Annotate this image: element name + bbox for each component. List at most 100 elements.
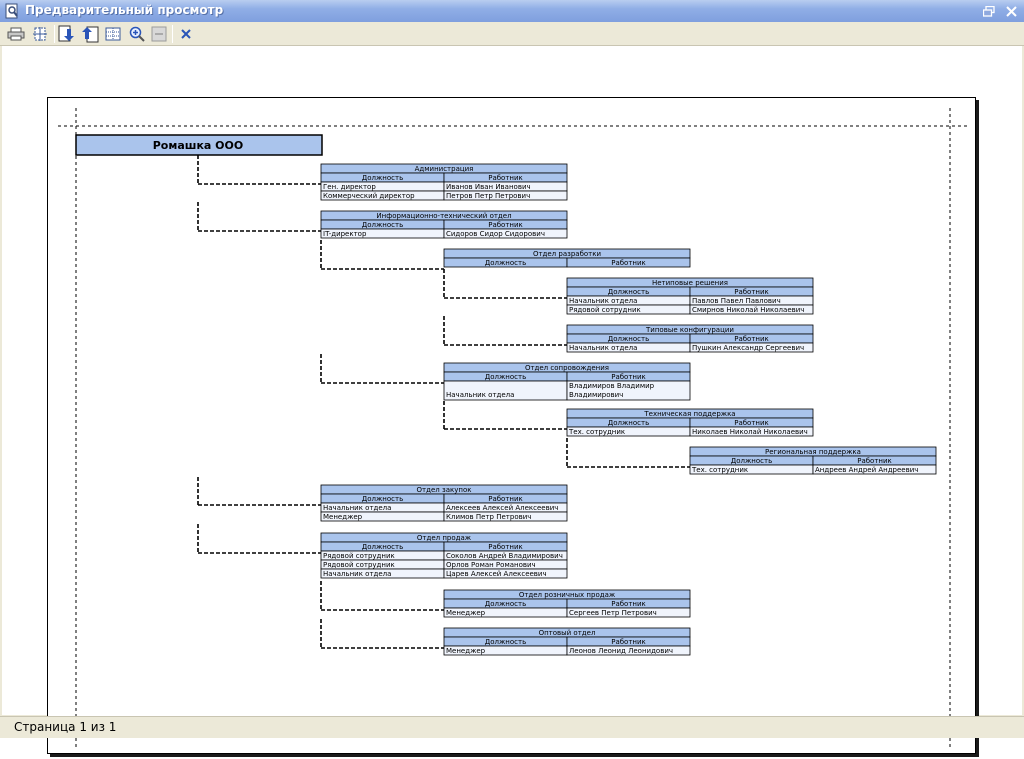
cell-employee: Иванов Иван Иванович — [446, 183, 531, 191]
column-header-position: Должность — [485, 373, 526, 381]
cell-employee: Климов Петр Петрович — [446, 513, 531, 521]
cell-employee: Соколов Андрей Владимирович — [446, 552, 563, 560]
department-title: Отдел закупок — [417, 486, 472, 494]
zoom-in-icon — [129, 26, 145, 42]
table-row: Рядовой сотрудник Смирнов Николай Николае… — [566, 304, 814, 315]
table-row: Начальник отдела Павлов Павел Павлович — [566, 295, 814, 306]
column-header-position: Должность — [362, 495, 403, 503]
close-window-button[interactable] — [1002, 3, 1020, 19]
org-root-label: Ромашка ООО — [153, 139, 244, 152]
department-title: Типовые конфигурации — [645, 326, 734, 334]
table-row: Начальник отдела Пушкин Александр Сергеев… — [566, 342, 814, 353]
cell-position: Менеджер — [446, 647, 486, 655]
cell-position: Ген. директор — [323, 183, 376, 191]
cell-position: Рядовой сотрудник — [323, 552, 395, 560]
zoom-out-button[interactable] — [149, 24, 169, 44]
print-button[interactable] — [6, 24, 26, 44]
cell-employee: Николаев Николай Николаевич — [692, 428, 808, 436]
cell-employee: Владимирович — [569, 391, 623, 399]
prev-page-button[interactable] — [80, 24, 100, 44]
connector-lines — [197, 155, 690, 649]
cell-position: Менеджер — [446, 609, 486, 617]
cell-position: Коммерческий директор — [323, 192, 415, 200]
department-title: Отдел продаж — [417, 534, 472, 542]
zoom-in-button[interactable] — [127, 24, 147, 44]
page-down-icon — [58, 25, 74, 42]
table-row: Рядовой сотрудник Соколов Андрей Владимир… — [320, 550, 568, 561]
restore-icon — [983, 5, 995, 17]
next-page-button[interactable] — [57, 24, 77, 44]
page-grid-icon — [105, 27, 121, 41]
column-header-employee: Работник — [488, 221, 523, 229]
cell-position: Рядовой сотрудник — [323, 561, 395, 569]
column-header-employee: Работник — [734, 419, 769, 427]
fit-page-button[interactable] — [30, 24, 50, 44]
column-header-employee: Работник — [611, 373, 646, 381]
cell-employee: Сидоров Сидор Сидорович — [446, 230, 545, 238]
cell-position: IT-директор — [323, 230, 367, 238]
table-row: IT-директор Сидоров Сидор Сидорович — [320, 228, 568, 239]
zoom-out-icon — [151, 26, 167, 42]
cell-employee: Петров Петр Петрович — [446, 192, 530, 200]
department-title: Администрация — [415, 165, 474, 173]
column-header-position: Должность — [485, 259, 526, 267]
department-title: Отдел разработки — [533, 250, 601, 258]
close-icon — [1005, 5, 1017, 17]
column-header-position: Должность — [608, 288, 649, 296]
department-title: Нетиповые решения — [652, 279, 728, 287]
cell-employee: Пушкин Александр Сергеевич — [692, 344, 804, 352]
column-header-position: Должность — [362, 221, 403, 229]
cell-employee: Смирнов Николай Николаевич — [692, 306, 804, 314]
toolbar — [0, 22, 1024, 46]
column-header-employee: Работник — [488, 174, 523, 182]
cell-position: Начальник отдела — [446, 391, 514, 399]
column-header-employee: Работник — [488, 543, 523, 551]
column-header-employee: Работник — [611, 638, 646, 646]
preview-icon — [5, 3, 18, 19]
restore-button[interactable] — [980, 3, 998, 19]
department-title: Региональная поддержка — [765, 448, 861, 456]
toolbar-separator — [172, 25, 173, 43]
table-row: Менеджер Леонов Леонид Леонидович — [443, 645, 691, 656]
org-root: Ромашка ООО — [75, 134, 323, 156]
column-header-position: Должность — [485, 600, 526, 608]
cell-position: Начальник отдела — [323, 570, 391, 578]
cell-position: Рядовой сотрудник — [569, 306, 641, 314]
page-setup-button[interactable] — [103, 24, 123, 44]
table-row: Ген. директор Иванов Иван Иванович — [320, 181, 568, 192]
department-title: Оптовый отдел — [539, 629, 596, 637]
close-preview-button[interactable] — [176, 24, 196, 44]
cell-employee: Леонов Леонид Леонидович — [569, 647, 673, 655]
column-header-employee: Работник — [611, 600, 646, 608]
title-bar[interactable]: Предварительный просмотр — [0, 0, 1024, 22]
cell-employee: Царев Алексей Алексеевич — [446, 570, 547, 578]
printer-icon — [7, 27, 25, 41]
department-title: Информационно-технический отдел — [376, 212, 511, 220]
status-bar: Страница 1 из 1 — [0, 716, 1024, 738]
cell-employee: Алексеев Алексей Алексеевич — [446, 504, 558, 512]
cell-employee: Павлов Павел Павлович — [692, 297, 781, 305]
column-header-employee: Работник — [488, 495, 523, 503]
page-indicator: Страница 1 из 1 — [14, 720, 117, 734]
cell-position: Начальник отдела — [569, 344, 637, 352]
cell-position: Начальник отдела — [569, 297, 637, 305]
fit-page-icon — [33, 27, 47, 41]
column-header-position: Должность — [731, 457, 772, 465]
